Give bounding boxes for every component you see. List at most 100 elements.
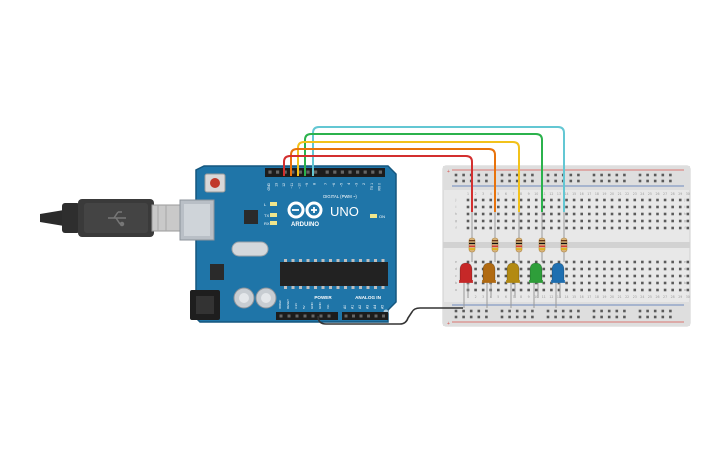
breadboard-hole[interactable] <box>534 288 538 292</box>
breadboard-hole[interactable] <box>656 274 659 278</box>
breadboard-hole[interactable] <box>474 219 477 223</box>
breadboard-hole[interactable] <box>534 212 538 216</box>
breadboard-hole[interactable] <box>656 226 659 230</box>
breadboard-hole[interactable] <box>565 274 568 278</box>
breadboard-hole[interactable] <box>542 226 546 230</box>
breadboard-hole[interactable] <box>618 288 621 292</box>
breadboard-hole[interactable] <box>615 179 619 183</box>
breadboard-hole[interactable] <box>546 179 550 183</box>
breadboard-hole[interactable] <box>477 173 481 177</box>
breadboard-hole[interactable] <box>678 274 682 278</box>
breadboard-hole[interactable] <box>569 173 573 177</box>
breadboard-hole[interactable] <box>485 179 488 183</box>
breadboard-hole[interactable] <box>542 212 546 216</box>
breadboard-hole[interactable] <box>527 281 530 285</box>
header-pin-hole[interactable] <box>325 170 329 174</box>
breadboard-hole[interactable] <box>504 288 508 292</box>
breadboard-hole[interactable] <box>485 309 488 313</box>
breadboard-hole[interactable] <box>534 260 538 264</box>
breadboard-hole[interactable] <box>485 173 488 177</box>
breadboard-hole[interactable] <box>572 274 576 278</box>
breadboard-hole[interactable] <box>656 267 659 271</box>
header-pin-hole[interactable] <box>356 170 360 174</box>
breadboard-hole[interactable] <box>523 179 527 183</box>
breadboard-hole[interactable] <box>531 309 534 313</box>
breadboard-hole[interactable] <box>481 212 485 216</box>
breadboard-hole[interactable] <box>625 219 629 223</box>
breadboard-hole[interactable] <box>508 173 511 177</box>
breadboard-hole[interactable] <box>592 309 596 313</box>
breadboard-hole[interactable] <box>648 205 652 209</box>
header-pin-hole[interactable] <box>352 314 355 318</box>
header-pin-hole[interactable] <box>295 314 299 318</box>
breadboard-hole[interactable] <box>580 260 583 264</box>
breadboard-hole[interactable] <box>623 309 626 313</box>
breadboard-hole[interactable] <box>557 205 561 209</box>
breadboard-hole[interactable] <box>512 205 515 209</box>
breadboard-hole[interactable] <box>565 226 568 230</box>
breadboard-hole[interactable] <box>633 205 637 209</box>
breadboard-hole[interactable] <box>603 226 606 230</box>
breadboard-hole[interactable] <box>572 267 576 271</box>
yellow-led[interactable] <box>506 262 520 308</box>
blue-wire[interactable] <box>312 126 565 212</box>
breadboard-hole[interactable] <box>663 260 667 264</box>
breadboard-hole[interactable] <box>646 179 649 183</box>
header-pin-hole[interactable] <box>283 170 287 174</box>
breadboard-hole[interactable] <box>474 198 477 202</box>
breadboard-hole[interactable] <box>600 315 603 319</box>
breadboard-hole[interactable] <box>623 179 626 183</box>
breadboard-hole[interactable] <box>527 288 530 292</box>
breadboard-hole[interactable] <box>565 205 568 209</box>
breadboard-hole[interactable] <box>595 281 599 285</box>
breadboard-hole[interactable] <box>474 281 477 285</box>
breadboard-hole[interactable] <box>557 226 561 230</box>
breadboard-hole[interactable] <box>623 315 626 319</box>
breadboard-hole[interactable] <box>625 198 629 202</box>
breadboard-hole[interactable] <box>678 205 682 209</box>
breadboard-hole[interactable] <box>607 179 611 183</box>
breadboard-hole[interactable] <box>550 198 553 202</box>
breadboard-hole[interactable] <box>454 309 458 313</box>
breadboard-hole[interactable] <box>527 205 530 209</box>
breadboard-hole[interactable] <box>592 179 596 183</box>
breadboard-hole[interactable] <box>512 212 515 216</box>
breadboard-hole[interactable] <box>477 309 481 313</box>
breadboard-hole[interactable] <box>607 315 611 319</box>
breadboard-hole[interactable] <box>542 198 546 202</box>
header-pin-hole[interactable] <box>319 314 323 318</box>
breadboard-hole[interactable] <box>625 274 629 278</box>
breadboard-hole[interactable] <box>587 281 591 285</box>
breadboard-hole[interactable] <box>527 219 530 223</box>
breadboard-hole[interactable] <box>569 179 573 183</box>
breadboard-hole[interactable] <box>534 205 538 209</box>
breadboard-hole[interactable] <box>603 281 606 285</box>
breadboard-hole[interactable] <box>656 212 659 216</box>
breadboard-hole[interactable] <box>663 267 667 271</box>
breadboard-hole[interactable] <box>648 212 652 216</box>
breadboard-hole[interactable] <box>625 281 629 285</box>
breadboard-hole[interactable] <box>542 281 546 285</box>
breadboard-hole[interactable] <box>686 274 690 278</box>
breadboard-hole[interactable] <box>587 267 591 271</box>
header-pin-hole[interactable] <box>276 170 280 174</box>
breadboard-hole[interactable] <box>523 315 527 319</box>
breadboard-hole[interactable] <box>671 226 674 230</box>
header-pin-hole[interactable] <box>291 170 295 174</box>
breadboard-hole[interactable] <box>641 198 644 202</box>
breadboard-hole[interactable] <box>653 309 657 313</box>
breadboard-hole[interactable] <box>603 267 606 271</box>
breadboard-hole[interactable] <box>569 315 573 319</box>
breadboard-hole[interactable] <box>531 173 534 177</box>
breadboard-hole[interactable] <box>580 288 583 292</box>
breadboard-hole[interactable] <box>485 315 488 319</box>
resistor-2[interactable] <box>491 212 499 262</box>
breadboard-hole[interactable] <box>595 226 599 230</box>
header-pin-hole[interactable] <box>382 314 385 318</box>
breadboard-hole[interactable] <box>656 260 659 264</box>
breadboard-hole[interactable] <box>469 315 473 319</box>
breadboard-hole[interactable] <box>523 173 527 177</box>
breadboard-hole[interactable] <box>686 288 690 292</box>
breadboard-hole[interactable] <box>534 226 538 230</box>
